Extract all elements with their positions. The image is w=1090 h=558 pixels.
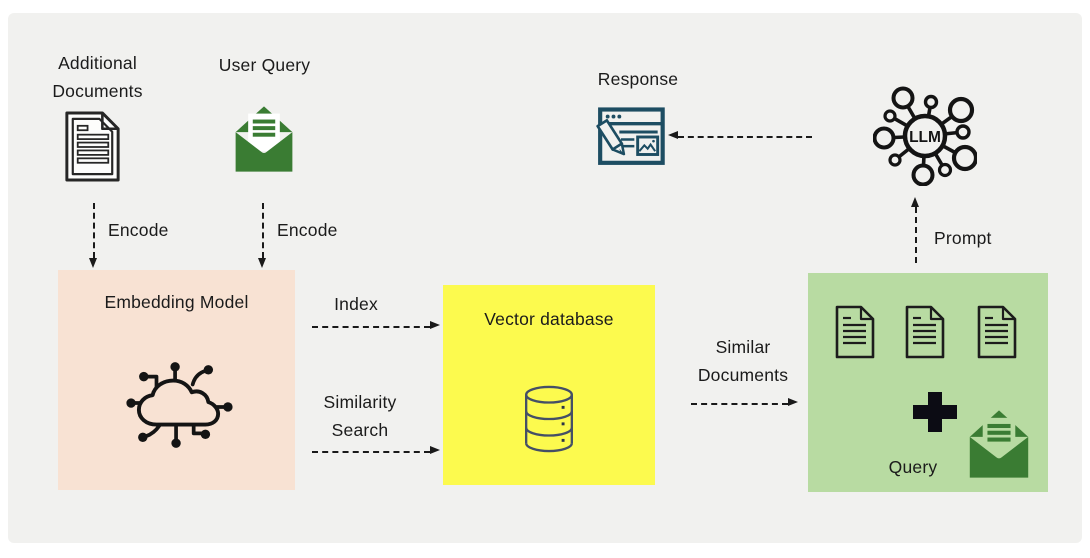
similar-documents-arrow-label: Similar Documents [697,337,789,385]
embedding-model-node: Embedding Model [58,270,295,490]
encode-documents-arrow [89,203,97,268]
database-cylinder-icon [525,385,573,453]
prompt-arrow [911,197,919,263]
similarity-search-arrow [312,446,440,454]
similar-documents-arrow [691,398,798,406]
llm-label: LLM [909,129,941,146]
embedding-model-label: Embedding Model [104,292,249,312]
browser-edit-icon [596,107,665,165]
encode-documents-arrow-label: Encode [108,220,169,240]
prompt-arrow-label: Prompt [934,228,992,248]
vector-database-node: Vector database [443,285,655,485]
response-label: Response [597,69,679,89]
document-icon [905,305,945,359]
retrieved-context-node: Query [808,273,1048,492]
encode-query-arrow [258,203,266,268]
index-arrow-label: Index [334,294,378,314]
llm-hub-icon: LLM [873,86,977,186]
plus-icon [913,392,957,432]
document-icon [835,305,875,359]
open-envelope-icon [969,410,1029,478]
document-icon [65,111,120,182]
open-envelope-icon [235,106,293,172]
query-label: Query [888,457,938,477]
llm-to-response-arrow [668,131,812,139]
encode-query-arrow-label: Encode [277,220,338,240]
user-query-label: User Query [218,55,311,75]
vector-database-label: Vector database [484,309,614,329]
additional-documents-label: Additional Documents [52,53,143,101]
document-icon [977,305,1017,359]
cloud-network-icon [126,362,233,448]
index-arrow [312,321,440,329]
similarity-search-arrow-label: Similarity Search [323,392,397,440]
